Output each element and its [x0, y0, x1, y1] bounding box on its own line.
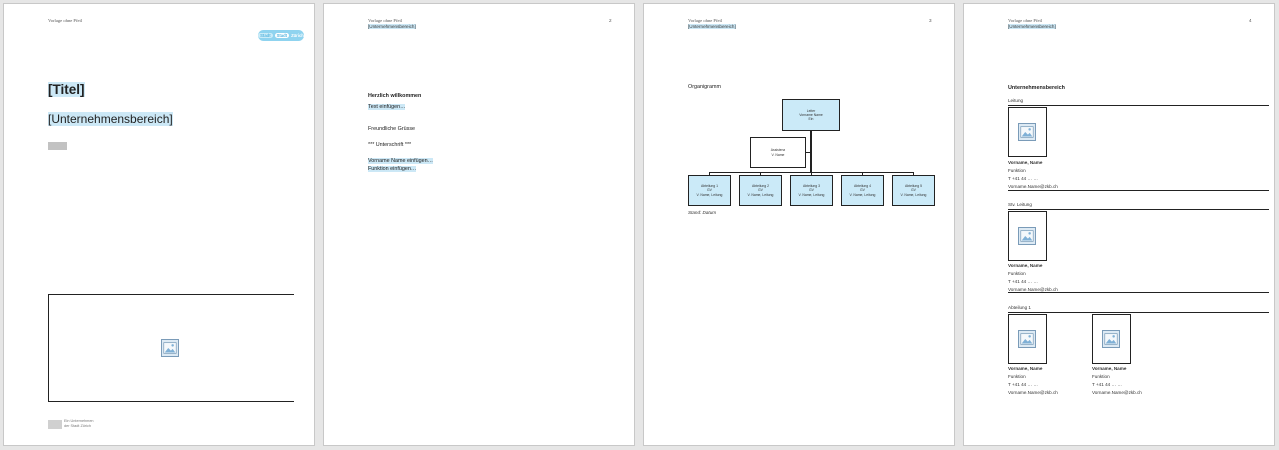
- body-text[interactable]: Text einfügen…: [368, 104, 406, 110]
- section-divider: [1008, 292, 1269, 293]
- signer-function[interactable]: Funktion einfügen…: [368, 166, 417, 172]
- contact-card: Vorname, Name Funktion T +41 44 … … Vorn…: [1008, 366, 1058, 395]
- section-divider: [1008, 190, 1269, 191]
- connector-line: [806, 152, 810, 153]
- org-box-department[interactable]: Abteilung 3 GV V. Name, Leitung: [790, 175, 833, 206]
- connector-line: [862, 172, 863, 175]
- connector-line: [913, 172, 914, 175]
- section-heading: Stv. Leitung: [1008, 202, 1032, 207]
- greeting: Herzlich willkommen: [368, 93, 422, 99]
- unit-tag[interactable]: [Unternehmensbereich]: [368, 24, 416, 29]
- org-box-department[interactable]: Abteilung 4 GV V. Name, Leitung: [841, 175, 884, 206]
- section-divider: [1008, 209, 1269, 210]
- orgchart-title: Organigramm: [688, 84, 721, 90]
- org-box-top[interactable]: Leiter Vorname Name Ein: [782, 99, 840, 131]
- status-date: Stand: Datum: [688, 210, 717, 215]
- company-logo-icon: [48, 420, 62, 429]
- org-box-department[interactable]: Abteilung 2 GV V. Name, Leitung: [739, 175, 782, 206]
- contact-card: Vorname, Name Funktion T +41 44 … … Vorn…: [1008, 263, 1058, 292]
- closing: Freundliche Grüsse: [368, 126, 416, 132]
- org-box-department[interactable]: Abteilung 5 GV V. Name, Leitung: [892, 175, 935, 206]
- cover-image-frame[interactable]: [48, 294, 294, 402]
- section-heading: Abteilung 1: [1008, 305, 1031, 310]
- signature: *** Unterschrift ***: [368, 142, 412, 148]
- signer-name[interactable]: Vorname Name einfügen…: [368, 158, 434, 164]
- image-placeholder-icon: [1102, 330, 1120, 348]
- page-header: Vorlage ohne Pfeil: [1008, 18, 1043, 23]
- page-number: 2: [609, 18, 612, 23]
- image-placeholder-icon: [161, 339, 179, 357]
- org-box-department[interactable]: Abteilung 1 GV V. Name, Leitung: [688, 175, 731, 206]
- unit-tag[interactable]: [Unternehmensbereich]: [1008, 24, 1056, 29]
- page-header: Vorlage ohne Pfeil: [368, 18, 403, 23]
- photo-frame[interactable]: [1008, 107, 1047, 157]
- contact-card: Vorname, Name Funktion T +41 44 … … Vorn…: [1008, 160, 1058, 189]
- section-divider: [1008, 312, 1269, 313]
- connector-line: [811, 172, 812, 175]
- image-placeholder-icon: [1018, 227, 1036, 245]
- connector-line: [810, 131, 812, 173]
- cover-subtitle[interactable]: [Unternehmensbereich]: [48, 112, 173, 126]
- image-placeholder-icon: [1018, 123, 1036, 141]
- connector-line: [760, 172, 761, 175]
- page-header: Vorlage ohne Pfeil: [688, 18, 723, 23]
- directory-title: Unternehmensbereich: [1008, 85, 1065, 91]
- org-box-assistant[interactable]: Assistenz V. Name: [750, 137, 806, 168]
- photo-frame[interactable]: [1008, 314, 1047, 364]
- photo-frame[interactable]: [1092, 314, 1131, 364]
- section-heading: Leitung: [1008, 98, 1024, 103]
- connector-line: [709, 172, 710, 175]
- cover-title[interactable]: [Titel]: [48, 82, 85, 97]
- page-number: 3: [929, 18, 932, 23]
- date-placeholder[interactable]: [48, 142, 67, 150]
- brand-badge: Stadt Stadt Zürich: [258, 30, 304, 41]
- photo-frame[interactable]: [1008, 211, 1047, 261]
- page-orgchart: Vorlage ohne Pfeil [Unternehmensbereich]…: [643, 3, 955, 446]
- contact-card: Vorname, Name Funktion T +41 44 … … Vorn…: [1092, 366, 1142, 395]
- image-placeholder-icon: [1018, 330, 1036, 348]
- page-cover: Vorlage ohne Pfeil Stadt Stadt Zürich [T…: [3, 3, 315, 446]
- page-letter: Vorlage ohne Pfeil [Unternehmensbereich]…: [323, 3, 635, 446]
- page-header: Vorlage ohne Pfeil: [48, 18, 83, 23]
- page-directory: Vorlage ohne Pfeil [Unternehmensbereich]…: [963, 3, 1275, 446]
- page-number: 4: [1249, 18, 1252, 23]
- cover-footer: Ein Unternehmen der Stadt Zürich: [64, 419, 94, 428]
- unit-tag[interactable]: [Unternehmensbereich]: [688, 24, 736, 29]
- section-divider: [1008, 105, 1269, 106]
